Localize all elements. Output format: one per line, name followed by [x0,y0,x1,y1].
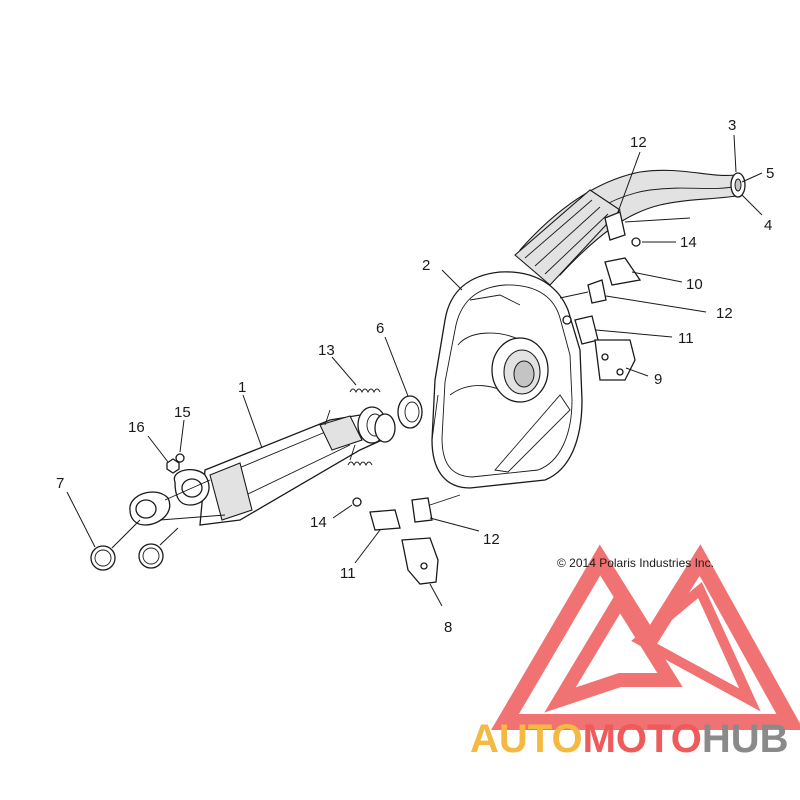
callout-11-top: 11 [678,330,694,347]
spring-upper [349,388,381,394]
callout-14-bottom: 14 [310,514,327,531]
callout-14-top: 14 [680,234,697,251]
exhaust-gasket-right [138,543,164,569]
callout-16: 16 [128,419,145,436]
callout-8: 8 [444,619,452,636]
gasket-ring [397,395,423,429]
callout-13: 13 [318,342,335,359]
callout-7: 7 [56,475,64,492]
tail-pipe [514,169,746,286]
bracket-lower [352,494,461,585]
watermark-word-auto: AUTO [470,717,583,761]
callout-5: 5 [766,165,774,182]
callout-3: 3 [728,117,736,134]
spring-lower [347,461,373,467]
callout-2: 2 [422,257,430,274]
callout-12-bottom: 12 [483,531,500,548]
muffler [431,271,583,489]
nut-small [166,453,185,474]
watermark-word-hub: HUB [702,717,789,761]
callout-15: 15 [174,404,191,421]
callout-9: 9 [654,371,662,388]
watermark-logo [491,544,800,730]
callout-1: 1 [238,379,246,396]
head-pipe [129,406,396,526]
callout-4: 4 [764,217,772,234]
watermark-wordmark: AUTOMOTOHUB [470,717,789,761]
leader-lines [66,134,763,607]
callout-12-top: 12 [630,134,647,151]
callout-6: 6 [376,320,384,337]
callout-10: 10 [686,276,703,293]
bracket-upper [559,211,691,381]
copyright-notice: © 2014 Polaris Industries Inc. [557,556,714,570]
watermark-word-moto: MOTO [583,717,702,761]
callout-12-mid: 12 [716,305,733,322]
callout-11-bottom: 11 [340,565,356,582]
callouts: 3 5 4 12 14 10 12 11 9 2 6 13 1 15 16 7 … [56,117,774,636]
exhaust-gasket-left [90,545,116,571]
